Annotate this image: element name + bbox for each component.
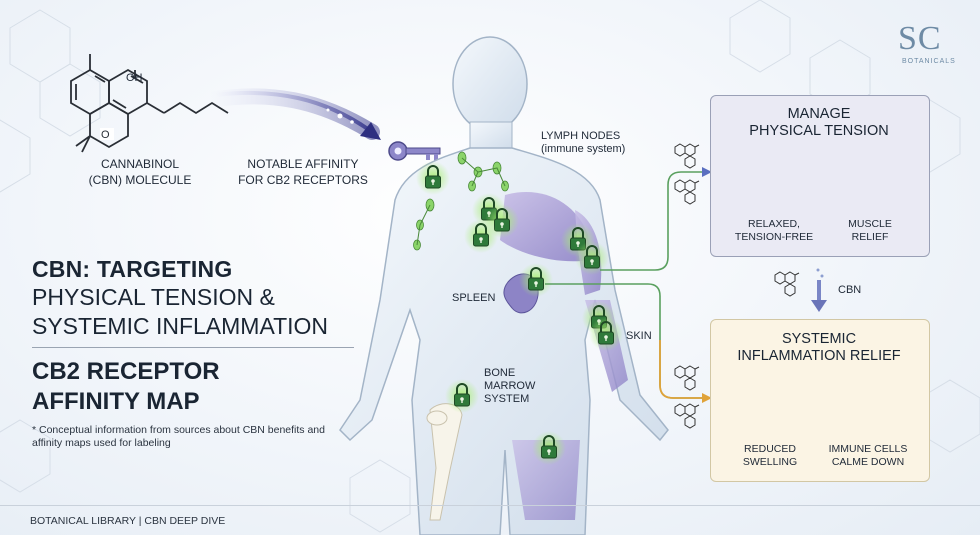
panel-systemic-inflammation-title: SYSTEMIC INFLAMMATION RELIEF (737, 331, 901, 364)
mini-molecule-2 (674, 179, 700, 205)
subheading-line-1: CB2 RECEPTOR (32, 358, 220, 385)
skin-label: SKIN (626, 330, 652, 342)
headline-line-1: CBN: TARGETING (32, 256, 233, 282)
mini-molecule-1 (674, 143, 700, 169)
lymph-nodes-subtitle: (immune system) (541, 143, 626, 155)
affinity-arrow (214, 90, 374, 134)
brand-logo-mark: SC (898, 20, 942, 57)
lymph-nodes-title: LYMPH NODES (541, 130, 621, 142)
lock-icon-neck (415, 160, 451, 196)
subheading-line-2: AFFINITY MAP (32, 388, 200, 415)
reduced-swelling-label: REDUCED SWELLING (742, 443, 798, 468)
molecule-caption: CANNABINOL (CBN) MOLECULE (88, 157, 192, 187)
lymph-nodes-label: LYMPH NODES (immune system) (541, 130, 661, 156)
mini-molecule-4 (674, 403, 700, 429)
panel-physical-tension-title: MANAGE PHYSICAL TENSION (749, 106, 889, 139)
cbn-flow-label: CBN (838, 284, 862, 296)
svg-text:O: O (101, 129, 110, 141)
footer-divider (0, 505, 980, 506)
mini-molecule-3 (674, 365, 700, 391)
affinity-arrowhead (360, 122, 381, 140)
panel-systemic-inflammation (710, 319, 930, 482)
headline-line-2: PHYSICAL TENSION & (32, 284, 275, 310)
cbn-flow-arrow (811, 268, 827, 312)
key-icon (388, 141, 441, 162)
panel-physical-tension (710, 95, 930, 257)
lock-icon-lymph (463, 218, 499, 254)
bone-marrow-label: BONE MARROW SYSTEM (484, 367, 536, 405)
affinity-caption: NOTABLE AFFINITY FOR CB2 RECEPTORS (238, 157, 368, 187)
immune-cells-label: IMMUNE CELLS CALME DOWN (828, 443, 908, 468)
connector-tension (600, 171, 708, 271)
lock-icon-marrow (444, 378, 480, 414)
cbn-molecule (70, 54, 229, 153)
relaxed-label: RELAXED, TENSION-FREE (734, 218, 814, 243)
disclaimer-note: * Conceptual information from sources ab… (32, 424, 325, 449)
sparkles (326, 108, 354, 124)
hydroxyl-label: OH (126, 72, 143, 84)
lock-icon-skin-2 (588, 316, 624, 352)
headline-line-3: SYSTEMIC INFLAMMATION (32, 313, 329, 339)
muscle-relief-label: MUSCLE RELIEF (848, 218, 892, 243)
human-figure (339, 36, 669, 535)
headline-divider (32, 347, 354, 348)
lock-icon-leg (531, 430, 567, 466)
mini-molecule-flow (774, 271, 800, 297)
lock-icon-spleen (518, 262, 554, 298)
footer-text: BOTANICAL LIBRARY | CBN DEEP DIVE (30, 515, 226, 527)
spleen-label: SPLEEN (452, 292, 496, 304)
brand-logo-name: BOTANICALS (902, 58, 956, 65)
affinity-trail (202, 88, 380, 140)
